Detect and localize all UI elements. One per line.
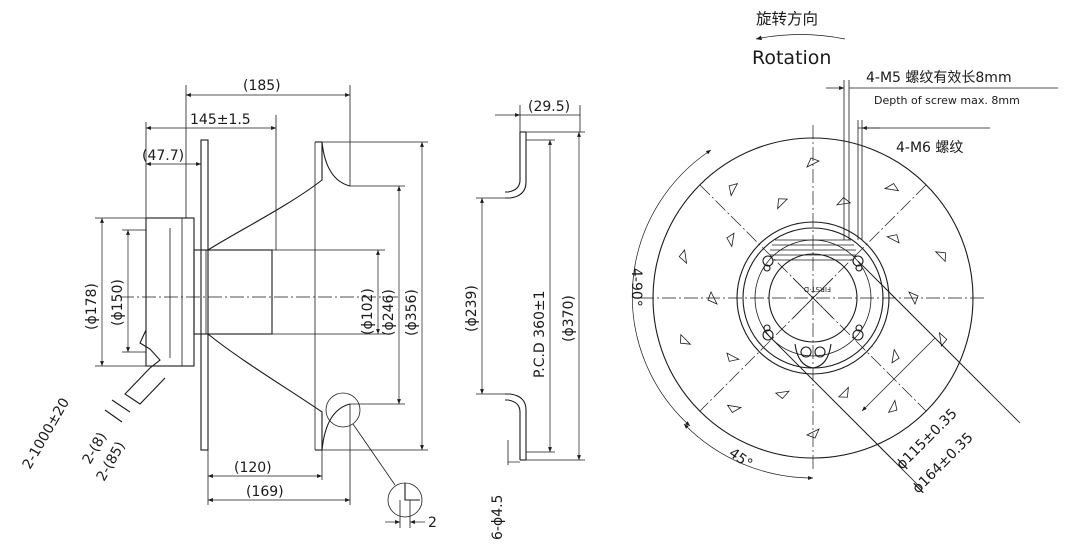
m5-depth-label: Depth of screw max. 8mm xyxy=(874,94,1020,107)
rim-top xyxy=(505,132,521,193)
rotation-label-cn: 旋转方向 xyxy=(756,10,818,28)
blade-marker xyxy=(777,198,789,210)
angle-45-label: 45° xyxy=(726,445,756,472)
m6-thread-label: 4-M6 螺纹 xyxy=(896,140,963,156)
dim-169: (169) xyxy=(246,484,284,500)
angle-90-label: 4-90° xyxy=(628,268,644,307)
dim-120: (120) xyxy=(234,460,272,476)
dim-356: (ϕ356) xyxy=(404,289,420,336)
dim-145: 145±1.5 xyxy=(190,112,251,128)
dim-holes: 6-ϕ4.5 xyxy=(490,495,506,540)
dim-pcd: P.C.D 360±1 xyxy=(532,290,548,378)
dim-29: (29.5) xyxy=(528,99,570,115)
dim-246: (ϕ246) xyxy=(381,289,397,336)
screw-holes xyxy=(762,255,864,341)
impeller-blade-top xyxy=(207,142,323,251)
detail-circle xyxy=(325,392,361,428)
blade-marker xyxy=(726,352,741,362)
dim-370: (ϕ370) xyxy=(561,295,577,342)
blade-marker xyxy=(891,348,900,364)
cable-gland xyxy=(124,329,166,405)
hub-brand-mark: FIRST·D xyxy=(804,285,831,293)
blade-marker xyxy=(726,232,735,248)
blade-marker xyxy=(887,399,898,413)
blade-marker xyxy=(707,291,718,305)
blade-marker xyxy=(806,157,820,168)
rim-bottom xyxy=(505,399,521,460)
m5-thread-label: 4-M5 螺纹有效长8mm xyxy=(866,70,1012,86)
blade-marker xyxy=(806,428,820,439)
front-view: FIRST·D 4-M5 螺纹有效长8mm Depth of screw max… xyxy=(628,70,1058,497)
dim-detail-2: 2 xyxy=(428,515,437,531)
blade-marker xyxy=(908,291,919,305)
blade-markers xyxy=(678,157,948,439)
motor-hub xyxy=(193,249,273,335)
blade-marker xyxy=(883,183,900,192)
blade-marker xyxy=(885,234,900,244)
flange-plate xyxy=(200,139,209,451)
blade-marker xyxy=(680,333,692,345)
blade-marker xyxy=(678,248,688,265)
dim-cable-length: 2-1000±20 xyxy=(20,395,73,472)
dim-239: (ϕ239) xyxy=(464,285,480,332)
section-view: (29.5) (ϕ239) P.C.D 360±1 (ϕ370) 6-ϕ4.5 xyxy=(464,99,585,540)
side-view: 2 (185) 145±1.5 (47.7) (120) (169) (ϕ178… xyxy=(20,78,437,531)
dim-47: (47.7) xyxy=(142,148,184,164)
dim-102: (ϕ102) xyxy=(360,288,376,335)
blade-marker xyxy=(726,404,743,413)
impeller-blade-bottom xyxy=(207,333,323,450)
rotation-arrow xyxy=(755,34,846,41)
dim-178: (ϕ178) xyxy=(84,283,100,330)
blade-marker xyxy=(934,251,946,263)
blade-marker xyxy=(938,331,948,348)
rotation-indicator: 旋转方向 Rotation xyxy=(752,10,846,69)
blade-marker xyxy=(728,183,739,197)
blade-marker xyxy=(837,386,849,398)
dim-185: (185) xyxy=(243,78,281,94)
angle-45-arc xyxy=(683,423,814,480)
angle-90-arc xyxy=(631,149,712,427)
blade-marker xyxy=(835,196,852,206)
dim-150: (ϕ150) xyxy=(110,279,126,326)
blade-marker xyxy=(774,390,791,400)
rotation-label-en: Rotation xyxy=(752,47,831,69)
cable-entry xyxy=(794,343,832,369)
